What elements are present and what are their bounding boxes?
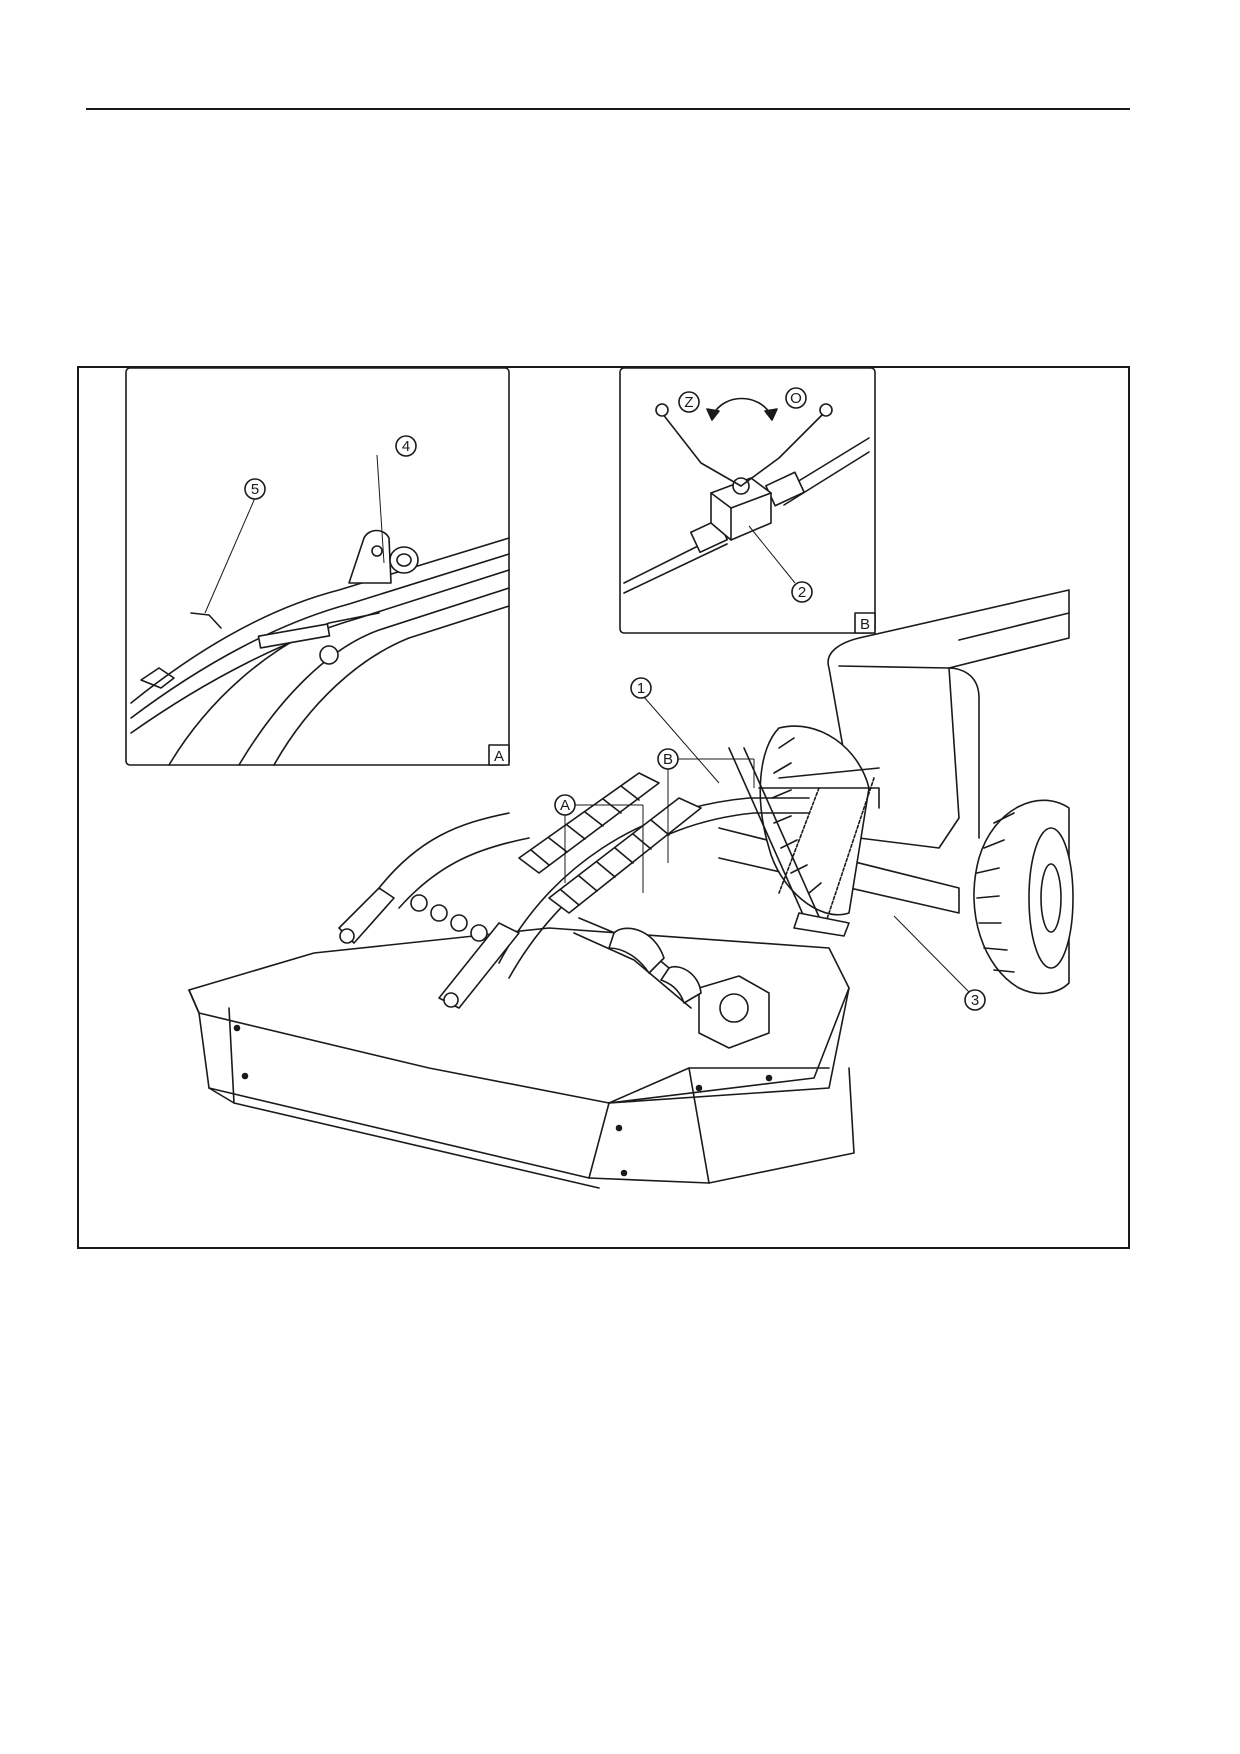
callout-a: A [560, 797, 570, 814]
inset-b: Z O 2 B [619, 368, 876, 634]
inset-b-tag: B [860, 616, 870, 633]
callout-3: 3 [971, 992, 979, 1009]
callout-b: B [663, 751, 673, 768]
spring-right [548, 797, 702, 914]
main-scene: A B 1 3 [188, 589, 1074, 1189]
header-rule [86, 108, 1130, 110]
callout-1: 1 [637, 680, 645, 697]
inset-a: 4 5 A [125, 368, 510, 766]
callout-2: 2 [798, 584, 806, 601]
figure-frame: 4 5 A [77, 366, 1130, 1249]
spring-left [518, 772, 660, 874]
position-z-label: Z [684, 394, 693, 411]
callout-4: 4 [402, 438, 410, 455]
position-o-label: O [790, 390, 802, 407]
callout-5: 5 [251, 481, 259, 498]
inset-a-tag: A [494, 748, 504, 765]
mower-illustration: 4 5 A [125, 368, 1074, 1189]
